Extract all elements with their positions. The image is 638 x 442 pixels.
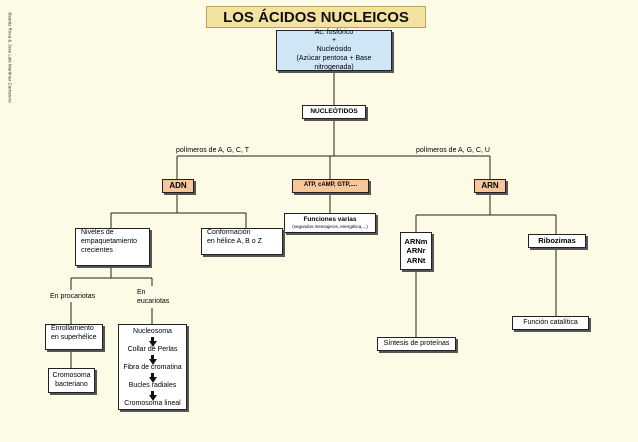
- label-cromosoma: Cromosoma: [52, 371, 91, 379]
- arrow-down-icon: [148, 354, 158, 365]
- label-arnm: ARNm: [404, 236, 428, 246]
- label-arn-polymers: polímeros de A, G, C, U: [416, 147, 490, 154]
- box-conformacion: Conformación en hélice A, B o Z: [201, 228, 283, 255]
- label-adn-polymers: polímeros de A, G, C, T: [176, 147, 250, 154]
- label-funciones-title: Funciones varias: [303, 216, 357, 224]
- label-niveles-2: empaquetamiento: [81, 237, 138, 245]
- label-bucles-radiales: Bucles radiales: [128, 382, 177, 390]
- label-arnr: ARNr: [406, 246, 426, 256]
- label-conformacion-2: en hélice A, B o Z: [207, 237, 262, 245]
- label-niveles-1: Niveles de: [81, 229, 114, 236]
- label-en-procariotas: En procariotas: [50, 293, 96, 300]
- box-adn: ADN: [162, 179, 194, 193]
- label-plus: +: [331, 37, 337, 45]
- box-ribozimas: Ribozimas: [528, 234, 586, 248]
- label-fibra-de-cromatina: Fibra de cromatina: [123, 364, 182, 372]
- label-acido-fosforico: Ac. fosfórico: [314, 28, 354, 36]
- box-nucleotide-composition: Ac. fosfórico + Nucleósido (Azúcar pento…: [276, 28, 392, 71]
- label-enrollamiento-1: Enrollamiento: [51, 325, 94, 332]
- arrow-down-icon: [148, 336, 158, 347]
- label-eucariotas: eucariotas: [137, 298, 170, 306]
- page-title: LOS ÁCIDOS NUCLEICOS: [206, 6, 426, 28]
- label-nucleosido: Nucleósido: [316, 46, 352, 54]
- label-niveles-3: crecientes: [81, 246, 113, 254]
- box-eucariotas-chain: Nucleosoma Collar de Perlas Fibra de cro…: [118, 324, 187, 410]
- box-arn-types: ARNm ARNr ARNt: [400, 232, 432, 270]
- box-sintesis-proteinas: Síntesis de proteínas: [377, 337, 456, 351]
- box-arn: ARN: [474, 179, 506, 193]
- box-enrollamiento: Enrollamiento en superhélice: [45, 324, 103, 350]
- label-arnt: ARNt: [406, 255, 426, 265]
- box-funcion-catalitica: Función catalítica: [512, 316, 589, 330]
- arrow-down-icon: [148, 390, 158, 401]
- label-azucar-base: (Azúcar pentosa + Base nitrogenada): [296, 54, 372, 71]
- label-en: En: [137, 289, 146, 296]
- label-bacteriano: bacteriano: [55, 380, 88, 388]
- box-atp: ATP, cAMP, GTP,....: [292, 179, 369, 193]
- author-credit: Beatriz Roca & Jose Luis Martínez Camare…: [7, 12, 13, 103]
- label-funciones-subtitle: (segundos mensajeros, energética,...): [292, 224, 368, 230]
- label-nucleosoma: Nucleosoma: [133, 328, 172, 335]
- arrow-down-icon: [148, 372, 158, 383]
- box-niveles-empaquetamiento: Niveles de empaquetamiento crecientes: [75, 228, 150, 266]
- box-cromosoma-bacteriano: Cromosoma bacteriano: [48, 368, 95, 393]
- label-enrollamiento-2: en superhélice: [51, 333, 97, 341]
- box-funciones-varias: Funciones varias (segundos mensajeros, e…: [284, 213, 376, 233]
- box-nucleotidos: NUCLEÓTIDOS: [302, 105, 366, 119]
- label-conformacion-1: Conformación: [207, 229, 251, 236]
- label-cromosoma-lineal: Cromosoma lineal: [124, 400, 181, 408]
- label-collar-de-perlas: Collar de Perlas: [127, 346, 178, 354]
- label-en-eucariotas: En eucariotas: [137, 288, 169, 306]
